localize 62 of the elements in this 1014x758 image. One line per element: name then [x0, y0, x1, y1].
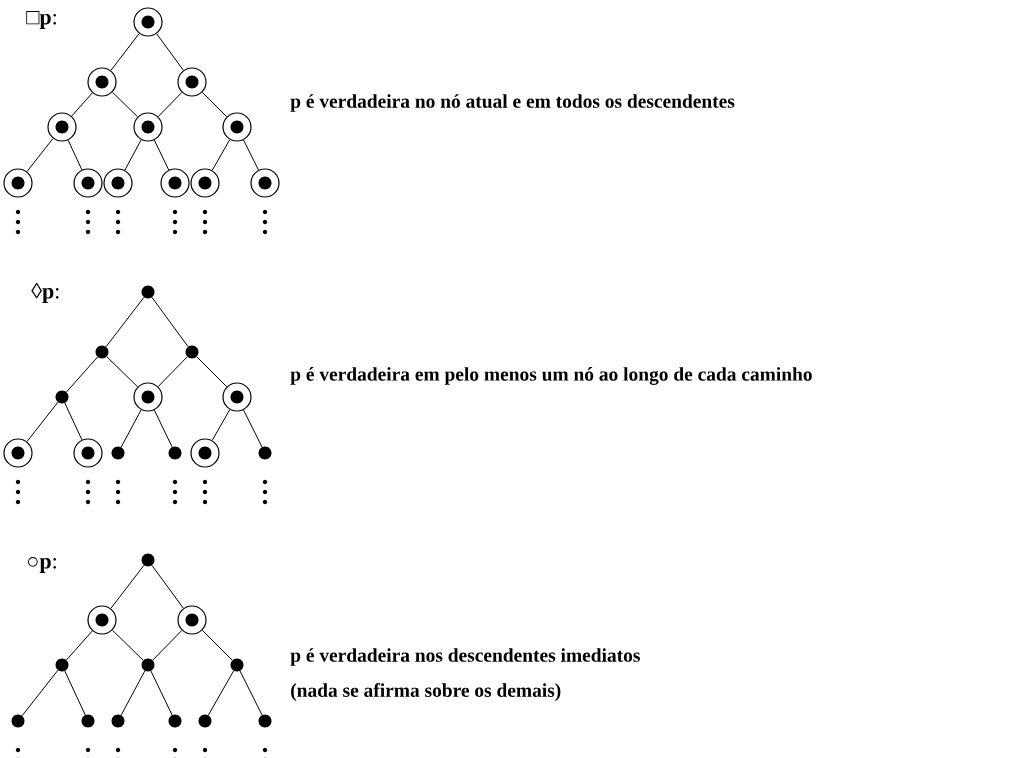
- edge-line: [153, 409, 173, 448]
- edge-line: [152, 629, 183, 661]
- edge-line: [64, 402, 83, 441]
- edge-line: [110, 33, 140, 71]
- edge-line: [151, 564, 184, 609]
- edge-line: [26, 138, 54, 172]
- description-text: p é verdadeira no nó atual e em todos os descendentes: [290, 94, 735, 112]
- ringed-dot: [103, 168, 133, 198]
- ringed-dot: [222, 112, 252, 142]
- edge-line: [201, 91, 228, 118]
- ringed-dot: [160, 168, 190, 198]
- ringed-dot: [87, 605, 117, 635]
- edge-line: [65, 630, 93, 661]
- edge-line: [65, 356, 99, 393]
- ringed-dot: [3, 168, 33, 198]
- edge-line: [151, 296, 189, 348]
- edge-line: [71, 92, 93, 117]
- ringed-dot: [133, 112, 163, 142]
- edge-line: [211, 139, 231, 171]
- edge-line: [124, 139, 142, 171]
- ringed-dot: [73, 168, 103, 198]
- ringed-dot: [133, 382, 163, 412]
- edge-line: [243, 409, 263, 448]
- description-text: p é verdadeira nos descendentes imediatos: [290, 648, 640, 666]
- ringed-dot: [3, 438, 33, 468]
- edge-line: [243, 139, 259, 171]
- edge-line: [157, 91, 183, 118]
- edge-line: [110, 564, 145, 609]
- edge-line: [111, 91, 139, 118]
- ringed-dot: [250, 168, 280, 198]
- edge-line: [120, 409, 142, 448]
- ringed-dot: [222, 382, 252, 412]
- edge-line: [64, 670, 86, 716]
- edge-line: [239, 670, 263, 716]
- edge-line: [207, 670, 235, 716]
- description-text: (nada se afirma sobre os demais): [291, 683, 561, 701]
- ringed-dot: [87, 67, 117, 97]
- ringed-dot: [190, 168, 220, 198]
- ringed-dot: [133, 7, 163, 37]
- ringed-dot: [73, 438, 103, 468]
- formula-label: □p:: [26, 11, 56, 29]
- edge-line: [201, 629, 233, 661]
- edge-line: [105, 296, 145, 348]
- description-text: p é verdadeira em pelo menos um nó ao longo de cada caminho: [290, 367, 812, 385]
- edge-line: [153, 139, 170, 171]
- formula-label: ◊p:: [31, 282, 59, 304]
- edge-line: [120, 670, 146, 716]
- ringed-dot: [47, 112, 77, 142]
- edge-line: [21, 669, 59, 717]
- ringed-dot: [177, 67, 207, 97]
- edge-line: [150, 670, 173, 716]
- edge-line: [156, 33, 184, 71]
- edge-line: [157, 356, 188, 388]
- edge-line: [111, 629, 144, 661]
- edge-line: [211, 409, 231, 441]
- formula-label: ○p:: [28, 556, 56, 574]
- edge-line: [106, 356, 139, 388]
- edge-line: [67, 139, 83, 171]
- ringed-dot: [177, 605, 207, 635]
- edge-line: [196, 356, 228, 388]
- edge-line: [26, 401, 59, 442]
- ringed-dot: [190, 438, 220, 468]
